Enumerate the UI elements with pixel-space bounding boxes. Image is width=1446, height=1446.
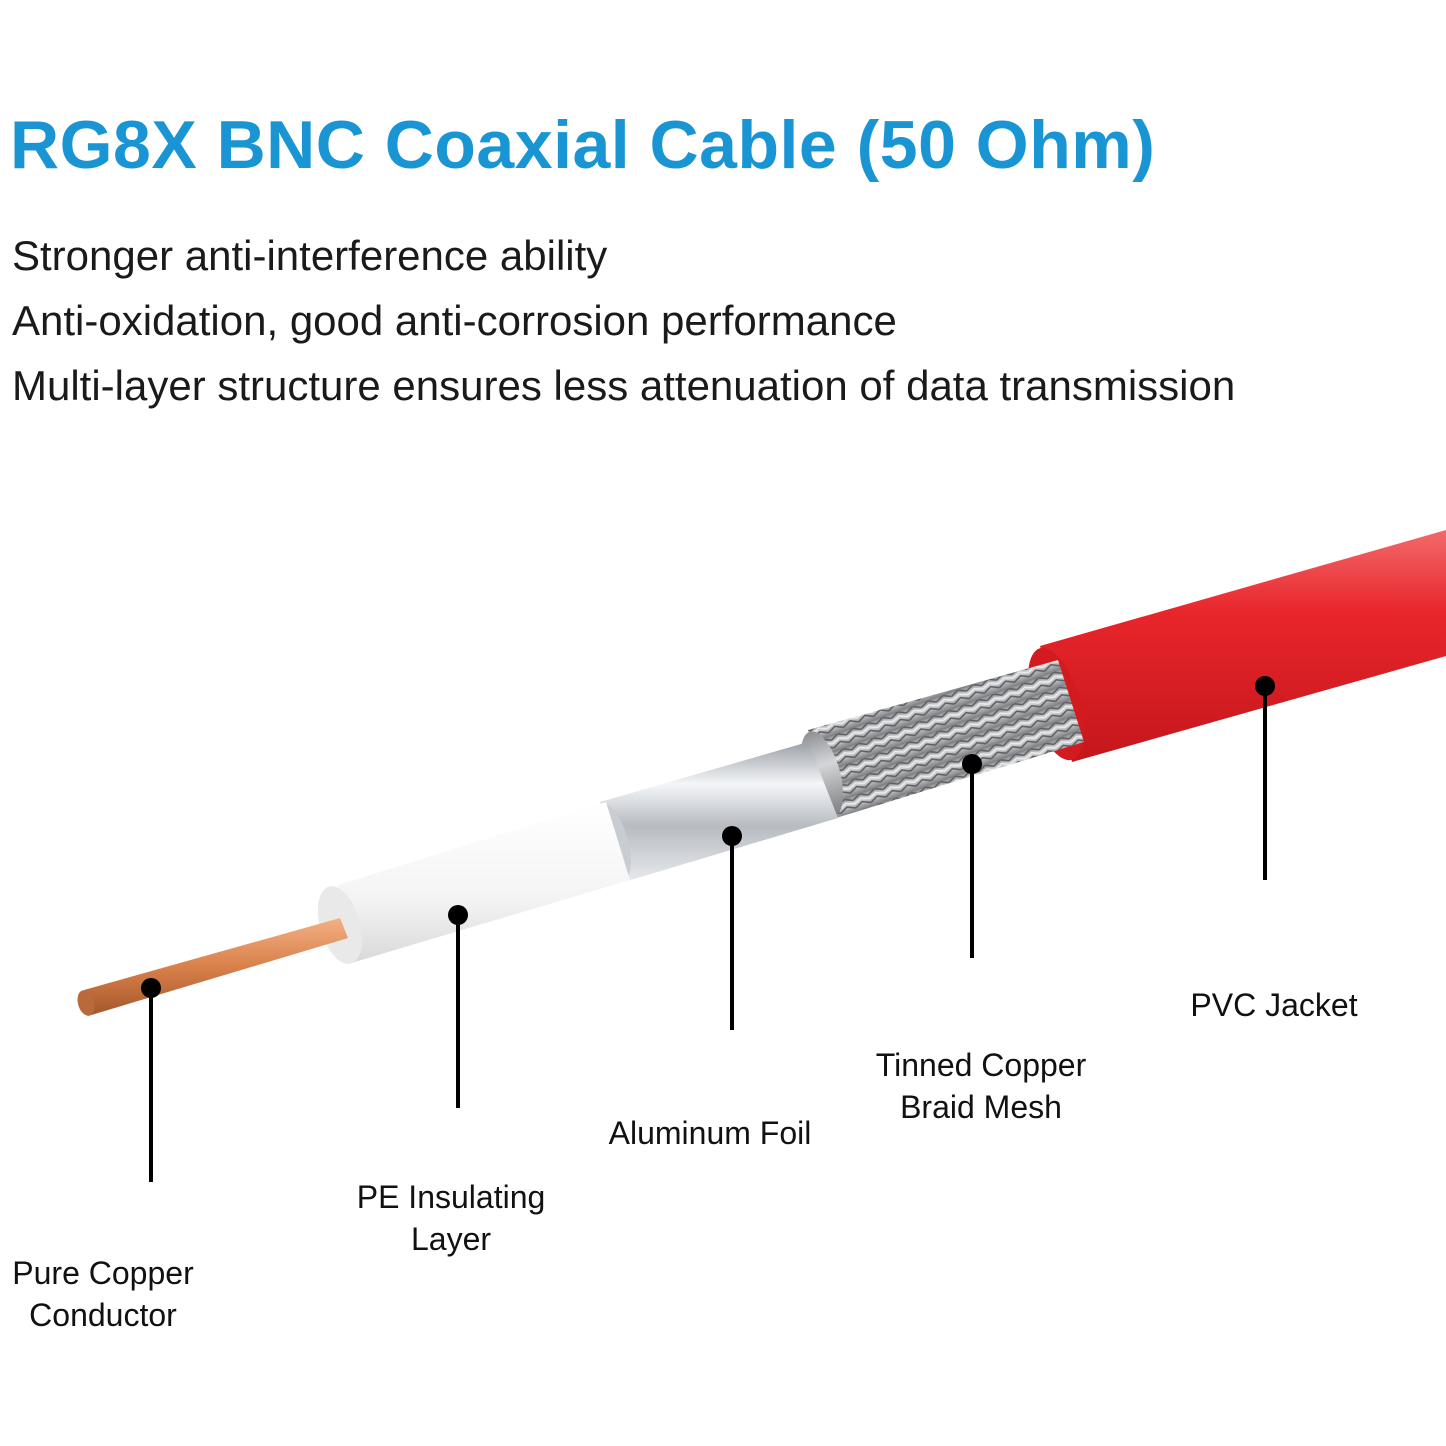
label-aluminum-foil: Aluminum Foil [590, 1112, 830, 1154]
label-line: Tinned Copper [875, 1047, 1087, 1083]
copper-tip [77, 990, 95, 1016]
label-pe-insulating-layer: PE Insulating Layer [340, 1176, 562, 1260]
label-line: Conductor [29, 1297, 177, 1333]
label-line: Layer [410, 1221, 492, 1257]
cable-body [77, 530, 1446, 1016]
label-line: Braid Mesh [900, 1089, 1062, 1125]
pe-insulation-shape [338, 802, 630, 964]
label-line: Pure Copper [12, 1255, 194, 1291]
callout-pointers [141, 676, 1275, 1182]
feature-item: Anti-oxidation, good anti-corrosion perf… [12, 297, 897, 344]
label-tinned-copper-braid-mesh: Tinned Copper Braid Mesh [856, 1044, 1106, 1128]
page-title: RG8X BNC Coaxial Cable (50 Ohm) [10, 107, 1156, 183]
label-pure-copper-conductor: Pure Copper Conductor [0, 1252, 206, 1336]
feature-list: Stronger anti-interference ability Anti-… [12, 228, 1235, 423]
label-line: PVC Jacket [1190, 987, 1358, 1023]
label-pvc-jacket: PVC Jacket [1172, 984, 1376, 1026]
pvc-jacket-shape [1040, 530, 1446, 762]
feature-item: Stronger anti-interference ability [12, 232, 608, 279]
feature-item: Multi-layer structure ensures less atten… [12, 362, 1236, 409]
aluminum-foil-shape [600, 742, 838, 882]
braid-mesh-shape [808, 660, 1084, 818]
copper-conductor-shape [84, 918, 348, 1016]
label-line: Aluminum Foil [608, 1115, 812, 1151]
label-line: PE Insulating [356, 1179, 546, 1215]
